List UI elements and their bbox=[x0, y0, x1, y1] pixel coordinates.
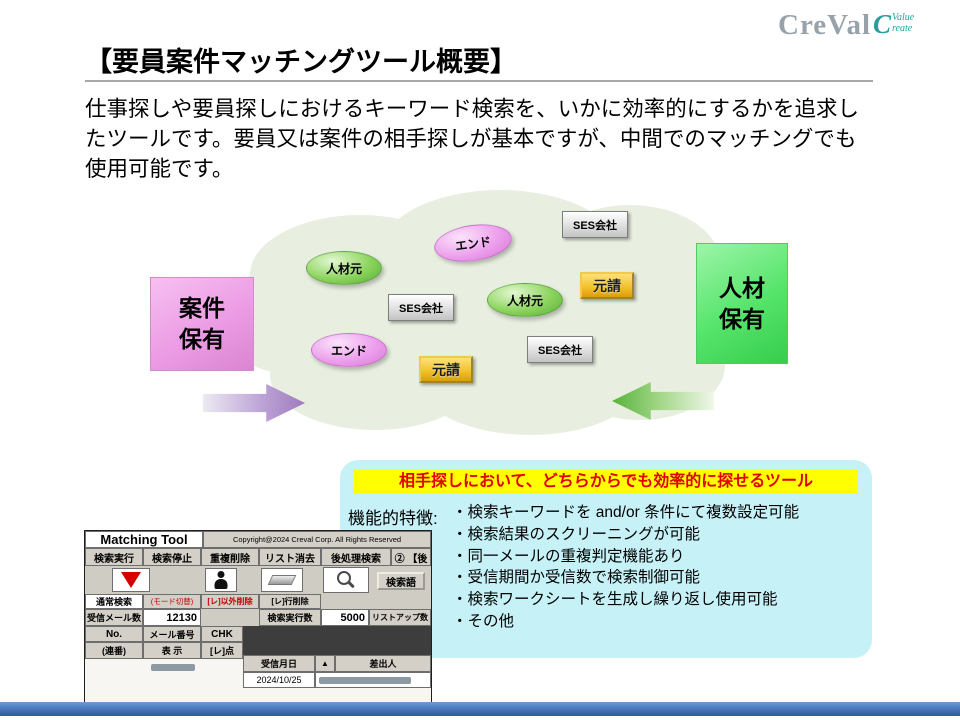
col-no-header: No. bbox=[85, 626, 143, 642]
sample-date-cell: 2024/10/25 bbox=[243, 672, 315, 688]
case-holder-box: 案件 保有 bbox=[150, 277, 254, 371]
feature-list: ・検索キーワードを and/or 条件にて複数設定可能 ・検索結果のスクリーニン… bbox=[452, 502, 799, 633]
sample-sender-cell bbox=[315, 672, 431, 688]
search-exec-count-value[interactable]: 5000 bbox=[321, 609, 369, 626]
red-triangle-icon bbox=[121, 572, 141, 588]
search-word-button[interactable]: 検索語 bbox=[377, 572, 425, 590]
listup-count-label: リストアップ数 bbox=[369, 609, 431, 626]
magnifier-icon bbox=[337, 571, 355, 589]
recv-mail-count-label: 受信メール数 bbox=[85, 609, 143, 626]
delete-unchecked-button[interactable]: [レ]以外削除 bbox=[201, 594, 259, 609]
post-search-2-label: ② 【後 bbox=[391, 548, 431, 566]
mode-switch-label: (モード切替) bbox=[143, 594, 201, 609]
logo-tag-value: Value bbox=[892, 12, 915, 23]
creval-logo: CreVal C Value reate bbox=[778, 10, 914, 40]
tool-data-area-right bbox=[243, 688, 431, 702]
stop-warning-cell[interactable] bbox=[112, 568, 150, 592]
logo-tagline: Value reate bbox=[892, 12, 914, 34]
col-chk-header: CHK bbox=[201, 626, 243, 642]
page-title: 【要員案件マッチングツール概要】 bbox=[85, 47, 517, 77]
node-jinzai-moto-2: 人材元 bbox=[487, 283, 563, 317]
dedup-person-cell[interactable] bbox=[205, 568, 237, 592]
node-end-2: エンド bbox=[311, 333, 387, 367]
mailno-text-blur bbox=[151, 664, 195, 671]
eraser-cell[interactable] bbox=[261, 568, 303, 592]
feature-item: ・同一メールの重複判定機能あり bbox=[452, 547, 685, 565]
tool-copyright: Copyright@2024 Creval Corp. All Rights R… bbox=[203, 531, 431, 548]
feature-item: ・その他 bbox=[452, 612, 515, 630]
feature-item: ・検索ワークシートを生成し繰り返し使用可能 bbox=[452, 591, 778, 609]
col-mailno-header: メール番号 bbox=[143, 626, 201, 642]
eraser-icon bbox=[267, 575, 297, 585]
search-run-button[interactable]: 検索実行 bbox=[85, 548, 143, 566]
intro-text: 仕事探しや要員探しにおけるキーワード検索を、いかに効率的にするかを追求し たツー… bbox=[85, 97, 860, 181]
col-seq-header: (連番) bbox=[85, 642, 143, 659]
logo-c-flourish: C bbox=[873, 9, 892, 39]
mode-normal-cell[interactable]: 通常検索 bbox=[85, 594, 143, 609]
col-date-header: 受信月日 bbox=[243, 655, 315, 672]
delete-checked-button[interactable]: [レ]行削除 bbox=[259, 594, 321, 609]
recv-mail-count-value[interactable]: 12130 bbox=[143, 609, 201, 626]
node-ses-3: SES会社 bbox=[527, 336, 593, 363]
col-sender-header: 差出人 bbox=[335, 655, 431, 672]
sort-asc-icon[interactable]: ▲ bbox=[315, 655, 335, 672]
search-stop-button[interactable]: 検索停止 bbox=[143, 548, 201, 566]
feature-item: ・検索結果のスクリーニングが可能 bbox=[452, 525, 701, 543]
title-underline bbox=[85, 80, 873, 82]
node-jinzai-moto-1: 人材元 bbox=[306, 251, 382, 285]
post-search-label: 後処理検索 bbox=[321, 548, 391, 566]
node-motouke-2: 元請 bbox=[419, 356, 473, 383]
dedup-button[interactable]: 重複削除 bbox=[201, 548, 259, 566]
node-ses-1: SES会社 bbox=[562, 211, 628, 238]
matching-tool-screenshot: Matching Tool Copyright@2024 Creval Corp… bbox=[84, 530, 432, 703]
tool-title: Matching Tool bbox=[85, 531, 203, 548]
col-checkpoint-header: [レ]点 bbox=[201, 642, 243, 659]
feature-item: ・受信期間か受信数で検索制御可能 bbox=[452, 569, 701, 587]
personnel-holder-box: 人材 保有 bbox=[696, 243, 788, 364]
feature-item: ・検索キーワードを and/or 条件にて複数設定可能 bbox=[452, 504, 800, 521]
list-clear-button[interactable]: リスト消去 bbox=[259, 548, 321, 566]
person-icon bbox=[215, 571, 227, 589]
slide-footer-bar bbox=[0, 702, 960, 716]
logo-tag-reate: reate bbox=[892, 23, 913, 34]
feature-label: 機能的特徴: bbox=[348, 509, 438, 528]
feature-headline: 相手探しにおいて、どちらからでも効率的に探せるツール bbox=[354, 470, 858, 494]
node-ses-2: SES会社 bbox=[388, 294, 454, 321]
col-display-header: 表 示 bbox=[143, 642, 201, 659]
magnifier-cell[interactable] bbox=[323, 567, 369, 593]
node-motouke-1: 元請 bbox=[580, 272, 634, 299]
search-exec-count-label: 検索実行数 bbox=[259, 609, 321, 626]
logo-text: CreVal bbox=[778, 9, 871, 41]
sender-text-blur bbox=[319, 676, 411, 684]
